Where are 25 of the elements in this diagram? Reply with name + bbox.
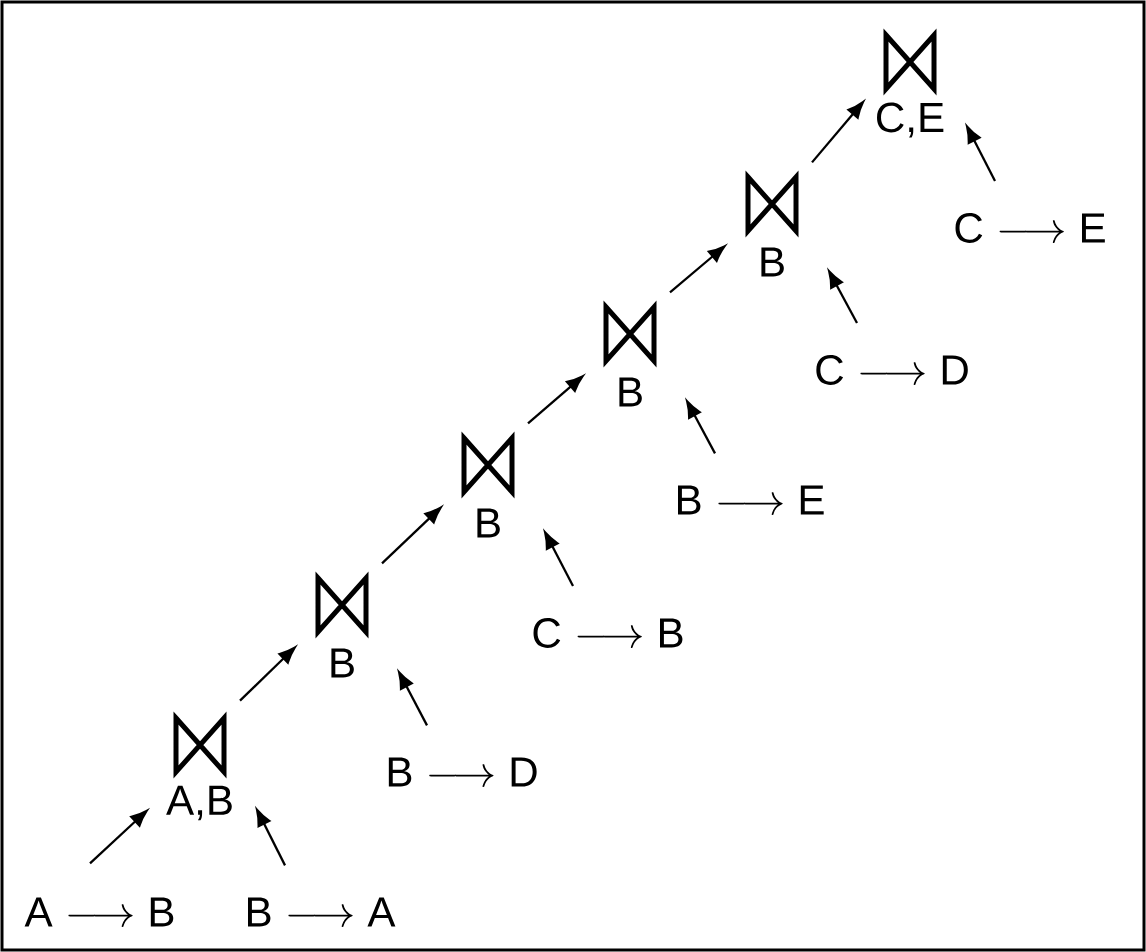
relation-label: $\mathsf{B}\longrightarrow\mathsf{E}$ <box>678 485 824 515</box>
relation-label: $\mathsf{C}\longrightarrow\mathsf{D}$ <box>816 355 968 385</box>
join-label: A,B <box>166 785 232 821</box>
arrow <box>398 671 428 726</box>
join-label: B <box>761 247 784 277</box>
arrow <box>966 125 997 182</box>
arrow <box>828 270 858 324</box>
join-label: B <box>619 377 642 407</box>
relation-label: $\mathsf{C}\longrightarrow\mathsf{E}$ <box>955 213 1105 243</box>
arrow <box>686 400 716 454</box>
arrow <box>527 375 584 425</box>
arrow <box>544 531 575 587</box>
join-label: B <box>477 508 500 538</box>
arrow <box>89 809 148 865</box>
relation-label: $\mathsf{B}\longrightarrow\mathsf{A}$ <box>248 897 396 927</box>
arrow <box>669 245 726 294</box>
relation-label: $\mathsf{C}\longrightarrow\mathsf{B}$ <box>533 618 683 648</box>
join-label: B <box>331 648 354 678</box>
relation-label: $\mathsf{B}\longrightarrow\mathsf{D}$ <box>388 757 537 787</box>
relation-label: $\mathsf{A}\longrightarrow\mathsf{B}$ <box>24 897 174 927</box>
arrow <box>256 808 287 866</box>
arrow <box>381 506 442 565</box>
join-label: C,E <box>877 102 944 138</box>
arrow <box>811 100 865 164</box>
arrow <box>239 646 296 702</box>
